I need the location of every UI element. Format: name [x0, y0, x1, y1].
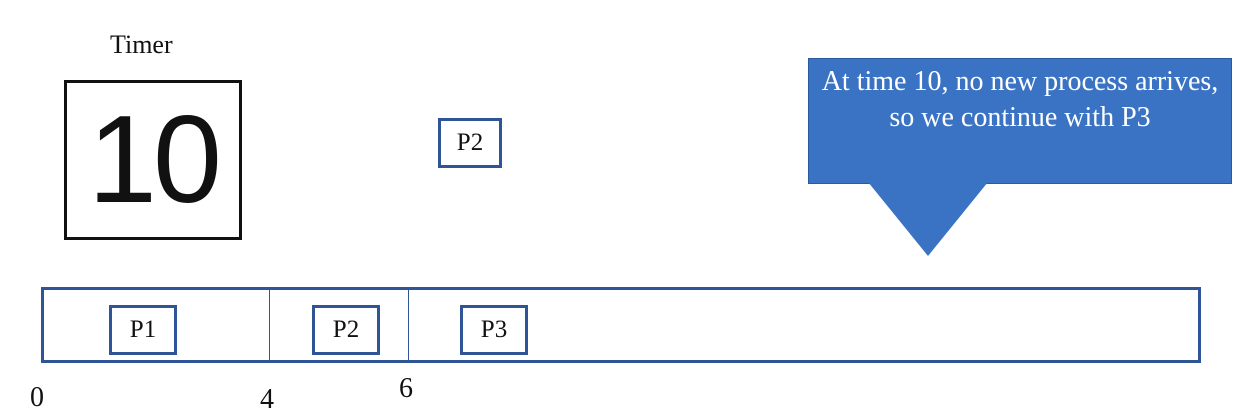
callout-text: At time 10, no new process arrives, so w…: [821, 66, 1219, 133]
gantt-segment-p3: P3: [460, 305, 528, 355]
gantt-chart: P1 P2 P3: [41, 287, 1201, 363]
time-tick: 4: [260, 384, 274, 415]
queued-process: P2: [438, 118, 502, 168]
callout-pointer: [868, 182, 988, 256]
time-tick: 6: [399, 373, 413, 404]
timer-display: 10: [64, 80, 242, 240]
gantt-divider: [408, 290, 409, 360]
gantt-divider: [269, 290, 270, 360]
gantt-segment-p1: P1: [109, 305, 177, 355]
callout-box: [808, 58, 1232, 184]
gantt-segment-p2: P2: [312, 305, 380, 355]
timer-label: Timer: [110, 30, 173, 59]
time-tick: 0: [30, 382, 44, 413]
